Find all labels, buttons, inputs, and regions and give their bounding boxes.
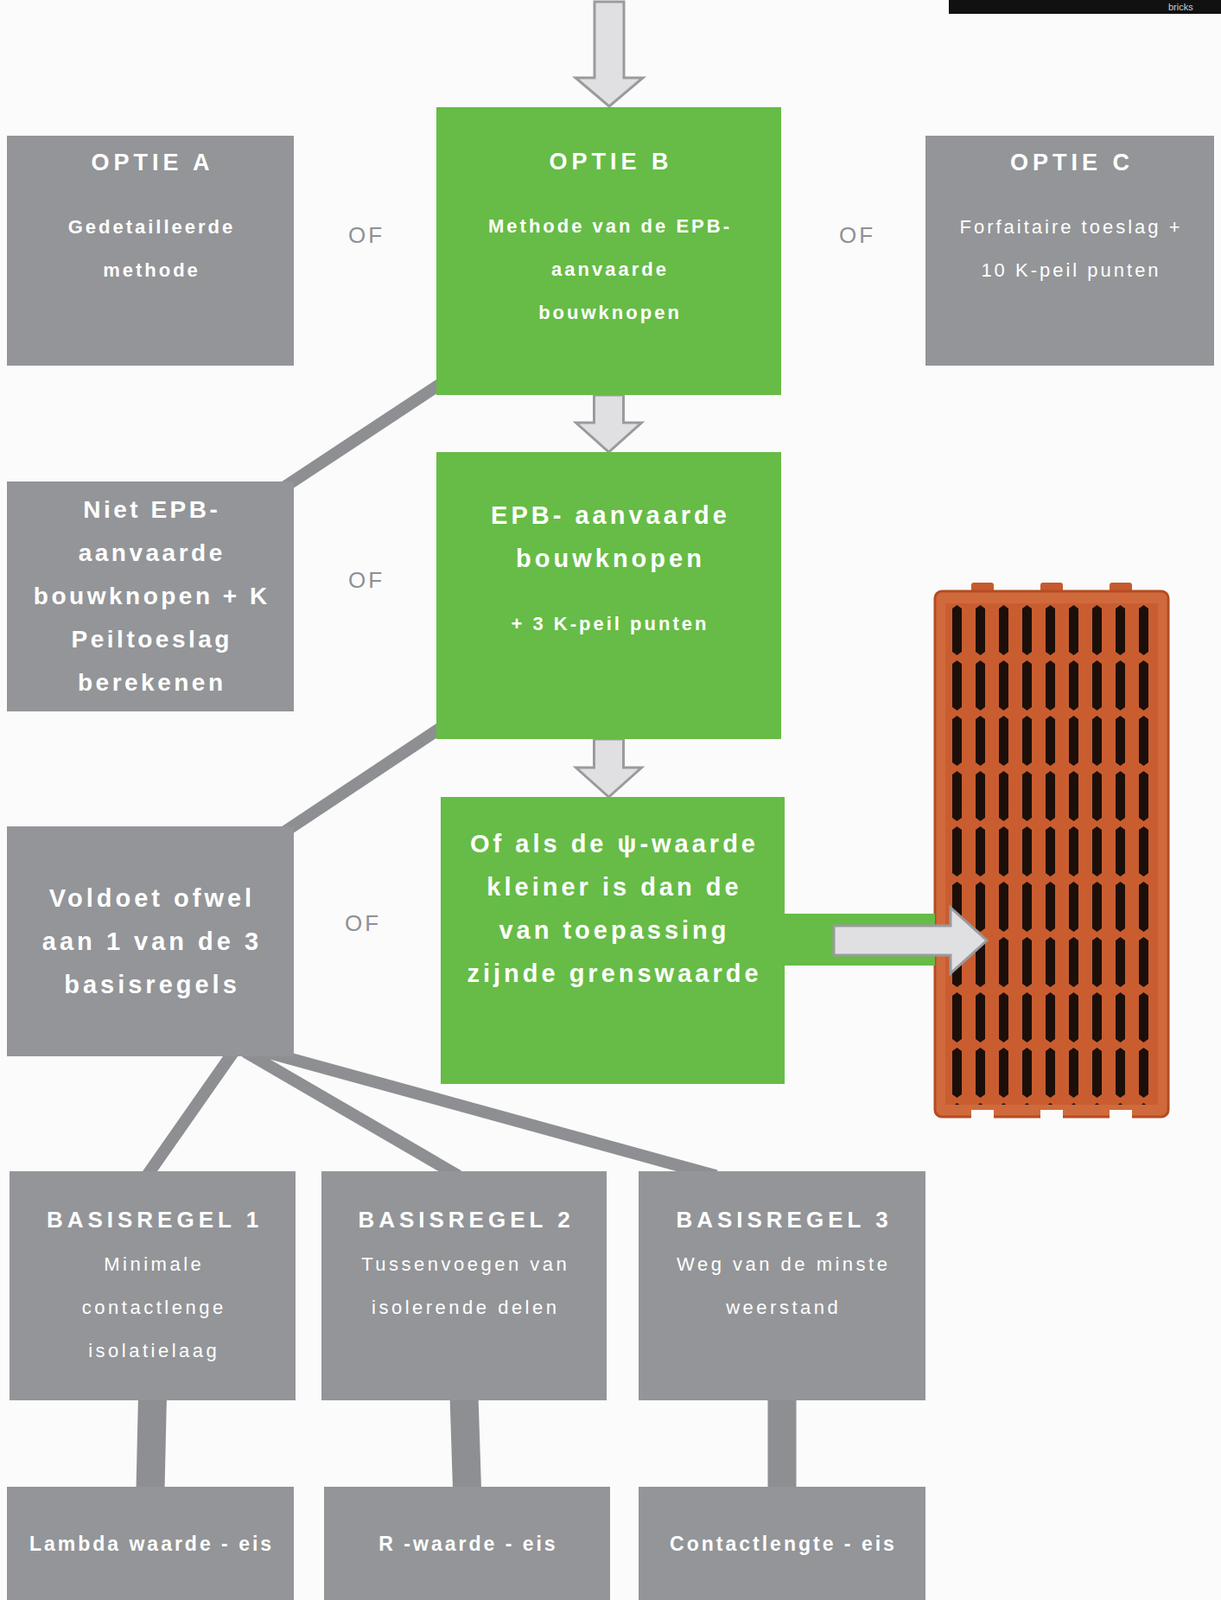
brick-body — [934, 591, 1169, 1117]
block-arrow — [576, 738, 643, 797]
node-text: Niet EPB- aanvaarde bouwknopen + K Peilt… — [15, 488, 286, 705]
option-text: Gedetailleerde methode — [32, 205, 268, 293]
or-label: OF — [344, 910, 382, 935]
rule-heading: BASISREGEL 2 — [338, 1204, 590, 1234]
requirement-text: Lambda waarde - eis — [13, 1529, 287, 1558]
block-arrow — [576, 394, 643, 452]
requirement-box: Lambda waarde - eis — [6, 1486, 294, 1600]
entry-arrow — [575, 1, 643, 107]
option-box: OPTIE B Methode van de EPB- aanvaarde bou… — [436, 107, 782, 395]
connector-line — [150, 1395, 153, 1489]
brick-groove — [1109, 1109, 1132, 1119]
connector-line — [282, 381, 444, 489]
node-text: Voldoet ofwel aan 1 van de 3 basisregels — [15, 876, 286, 1006]
process-box: Niet EPB- aanvaarde bouwknopen + K Peilt… — [6, 481, 294, 712]
rule-box: BASISREGEL 2 Tussenvoegen van isolerende … — [321, 1170, 607, 1400]
requirement-text: Contactlengte - eis — [645, 1529, 919, 1558]
or-label: OF — [839, 222, 876, 248]
rule-heading: BASISREGEL 3 — [655, 1204, 909, 1234]
or-label: OF — [348, 222, 385, 248]
rule-text: Tussenvoegen van isolerende delen — [338, 1242, 590, 1330]
pointer-arrow — [833, 907, 987, 973]
or-label: OF — [348, 567, 385, 592]
process-box: Of als de ψ-waarde kleiner is dan de van… — [440, 796, 785, 1084]
node-subtext: + 3 K-peil punten — [453, 609, 764, 639]
rule-text: Weg van de minste weerstand — [655, 1242, 909, 1330]
connector-line — [146, 1051, 234, 1177]
logo-bar — [948, 0, 1221, 14]
process-box: Voldoet ofwel aan 1 van de 3 basisregels — [6, 826, 294, 1056]
rule-heading: BASISREGEL 1 — [26, 1204, 279, 1234]
brick-groove — [971, 1109, 994, 1119]
node-text: EPB- aanvaarde bouwknopen — [453, 493, 764, 580]
option-heading: OPTIE A — [32, 147, 268, 178]
connector-line — [768, 1395, 797, 1489]
option-heading: OPTIE C — [951, 147, 1189, 178]
brand-logo: bricks — [1168, 1, 1194, 13]
requirement-text: R -waarde - eis — [330, 1529, 604, 1558]
option-text: Methode van de EPB- aanvaarde bouwknopen — [483, 204, 734, 335]
connector-line — [282, 725, 444, 834]
requirement-box: R -waarde - eis — [324, 1486, 611, 1600]
option-heading: OPTIE B — [483, 146, 734, 177]
option-box: OPTIE C Forfaitaire toeslag + 10 K-peil p… — [925, 135, 1215, 366]
connector-line — [464, 1395, 468, 1489]
option-text: Forfaitaire toeslag + 10 K-peil punten — [951, 205, 1189, 293]
option-box: OPTIE A Gedetailleerde methode — [6, 135, 294, 366]
rule-box: BASISREGEL 1 Minimale contactlenge isolat… — [9, 1170, 296, 1400]
requirement-box: Contactlengte - eis — [638, 1486, 926, 1600]
process-box: EPB- aanvaarde bouwknopen + 3 K-peil punt… — [436, 451, 782, 739]
brick-holes — [945, 603, 1158, 1105]
rule-box: BASISREGEL 3 Weg van de minste weerstand — [638, 1170, 926, 1400]
brick-groove — [1040, 1109, 1063, 1119]
node-text: Of als de ψ-waarde kleiner is dan de van… — [457, 821, 768, 995]
rule-text: Minimale contactlenge isolatielaag — [26, 1242, 279, 1373]
